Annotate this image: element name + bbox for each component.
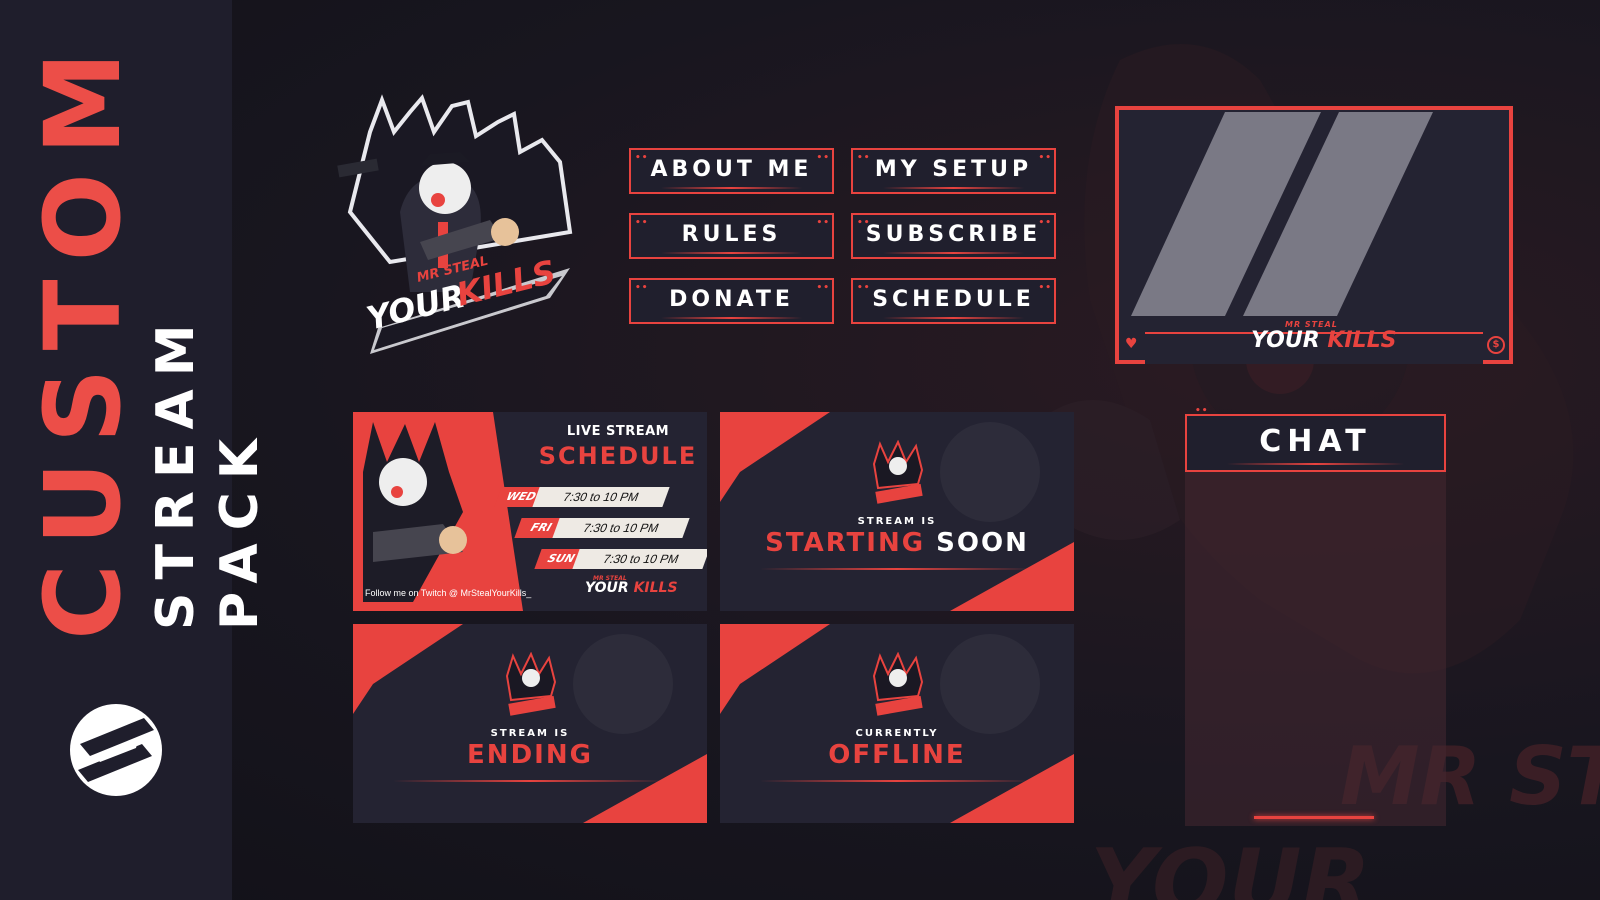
schedule-top-text: LIVE STREAM: [566, 424, 670, 439]
webcam-frame: MR STEAL YOUR KILLS ♥ $: [1115, 106, 1513, 364]
panel-subscribe[interactable]: SUBSCRIBE: [851, 203, 1056, 259]
screen-ending: STREAM IS ENDING: [353, 624, 707, 823]
webcam-line1: MR STEAL: [1285, 320, 1338, 329]
panel-label: ABOUT ME: [650, 157, 813, 182]
clown-gangster-mascot-icon: [337, 94, 573, 292]
schedule-time: 7:30 to 10 PM: [532, 487, 670, 507]
schedule-time: 7:30 to 10 PM: [572, 549, 707, 569]
main-logo: MR STEAL YOUR KILLS: [337, 94, 573, 354]
panel-label: RULES: [681, 222, 782, 247]
schedule-mascot-icon: [363, 412, 553, 611]
screen-divider: [393, 780, 667, 782]
caption-big: OFFLINE: [828, 740, 966, 770]
mini-logo-icon: [505, 652, 557, 716]
screen-starting-soon: STREAM IS STARTING SOON: [720, 412, 1074, 611]
webcam-stripes: [1131, 112, 1433, 316]
caption-small: CURRENTLY: [855, 728, 939, 739]
webcam-line2: YOUR KILLS: [1251, 328, 1397, 353]
s-monogram-logo-icon: [70, 704, 162, 796]
screen-offline: CURRENTLY OFFLINE: [720, 624, 1074, 823]
panel-label: MY SETUP: [874, 157, 1033, 182]
panel-label: SCHEDULE: [872, 287, 1035, 312]
dollar-icon: $: [1487, 336, 1505, 354]
chat-header: CHAT: [1185, 404, 1446, 472]
caption-big: ENDING: [467, 740, 593, 770]
heart-icon: ♥: [1125, 336, 1138, 352]
caption-small: STREAM IS: [857, 516, 937, 527]
panel-about-me[interactable]: ABOUT ME: [629, 138, 834, 194]
schedule-title: SCHEDULE: [538, 442, 698, 470]
title-stream-pack: STREAM PACK: [146, 311, 270, 630]
mini-logo-icon: [872, 440, 924, 504]
screen-frame-accents: [720, 624, 1074, 823]
mini-logo-icon: [872, 652, 924, 716]
panel-label: DONATE: [669, 287, 794, 312]
schedule-time: 7:30 to 10 PM: [552, 518, 690, 538]
chat-body: [1185, 472, 1446, 826]
webcam-nameplate: [1145, 332, 1483, 364]
chat-bottom-bar: [1254, 816, 1374, 819]
panel-donate[interactable]: DONATE: [629, 268, 834, 324]
screen-divider: [760, 780, 1034, 782]
panel-schedule[interactable]: SCHEDULE: [851, 268, 1056, 324]
panel-rules[interactable]: RULES: [629, 203, 834, 259]
screen-schedule: LIVE STREAM SCHEDULE WED 7:30 to 10 PM F…: [353, 412, 707, 611]
caption-small: STREAM IS: [490, 728, 570, 739]
panel-label: SUBSCRIBE: [865, 222, 1042, 247]
screen-frame-accents: [720, 412, 1074, 611]
caption-big: STARTING SOON: [765, 528, 1029, 558]
background-word-your: YOUR: [1090, 830, 1371, 900]
title-custom: CUSTOM: [22, 33, 144, 640]
screen-divider: [760, 568, 1034, 570]
schedule-mini-logo: YOUR KILLS: [585, 580, 678, 596]
panel-my-setup[interactable]: MY SETUP: [851, 138, 1056, 194]
schedule-mini-line1: MR STEAL: [593, 575, 627, 582]
screen-frame-accents: [353, 624, 707, 823]
schedule-follow-text: Follow me on Twitch @ MrStealYourKills_: [365, 588, 532, 598]
sidebar: CUSTOM STREAM PACK: [0, 0, 270, 900]
